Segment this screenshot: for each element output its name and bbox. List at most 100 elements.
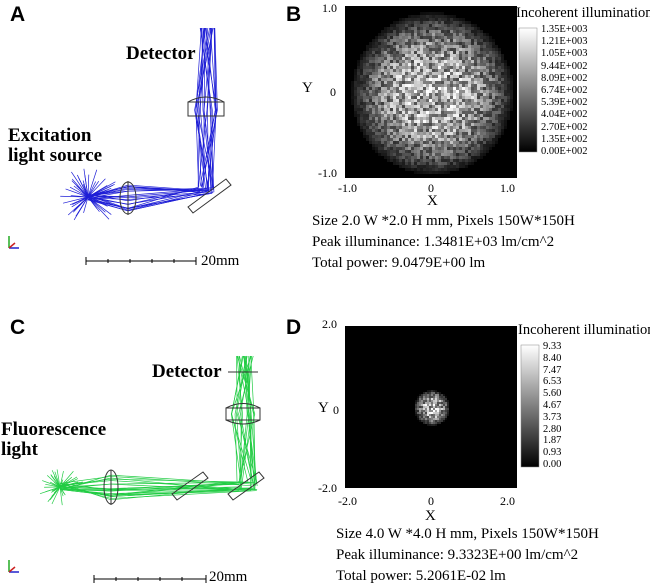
x-axis-label-b: X xyxy=(427,193,438,209)
spot-pixel-b xyxy=(384,84,387,87)
spot-pixel-b xyxy=(402,156,405,159)
spot-pixel-b xyxy=(369,114,372,117)
spot-pixel-b xyxy=(492,54,495,57)
illumination-spot-b xyxy=(351,12,513,174)
spot-pixel-b xyxy=(471,63,474,66)
spot-pixel-b xyxy=(432,135,435,138)
source-ray-a xyxy=(87,196,98,209)
spot-pixel-b xyxy=(384,93,387,96)
spot-pixel-b xyxy=(414,87,417,90)
spot-pixel-b xyxy=(357,93,360,96)
spot-pixel-b xyxy=(474,66,477,69)
spot-pixel-b xyxy=(426,93,429,96)
spot-pixel-b xyxy=(426,24,429,27)
spot-pixel-b xyxy=(375,114,378,117)
spot-pixel-b xyxy=(402,27,405,30)
spot-pixel-b xyxy=(363,120,366,123)
spot-pixel-b xyxy=(387,63,390,66)
spot-pixel-b xyxy=(369,57,372,60)
spot-pixel-b xyxy=(417,105,420,108)
spot-pixel-b xyxy=(507,87,510,90)
spot-pixel-b xyxy=(429,123,432,126)
spot-pixel-d xyxy=(423,422,425,424)
spot-pixel-b xyxy=(441,120,444,123)
spot-pixel-b xyxy=(504,108,507,111)
spot-pixel-b xyxy=(438,123,441,126)
spot-pixel-b xyxy=(450,138,453,141)
spot-pixel-d xyxy=(433,392,435,394)
spot-pixel-b xyxy=(405,162,408,165)
spot-pixel-b xyxy=(462,99,465,102)
spot-pixel-b xyxy=(399,108,402,111)
spot-pixel-b xyxy=(459,42,462,45)
spot-pixel-d xyxy=(443,404,445,406)
source-ray-a xyxy=(73,196,89,211)
spot-pixel-b xyxy=(387,144,390,147)
spot-pixel-b xyxy=(414,120,417,123)
source-ray-a xyxy=(75,196,89,217)
spot-pixel-b xyxy=(369,63,372,66)
spot-pixel-b xyxy=(411,141,414,144)
spot-pixel-b xyxy=(423,168,426,171)
spot-pixel-b xyxy=(372,120,375,123)
spot-pixel-b xyxy=(429,117,432,120)
spot-pixel-b xyxy=(399,162,402,165)
spot-pixel-b xyxy=(498,99,501,102)
spot-pixel-b xyxy=(372,108,375,111)
spot-pixel-b xyxy=(354,93,357,96)
spot-pixel-b xyxy=(399,165,402,168)
spot-pixel-b xyxy=(375,138,378,141)
spot-pixel-b xyxy=(483,33,486,36)
spot-pixel-b xyxy=(483,69,486,72)
spot-pixel-b xyxy=(486,117,489,120)
spot-pixel-b xyxy=(447,27,450,30)
spot-pixel-b xyxy=(447,66,450,69)
spot-pixel-b xyxy=(444,75,447,78)
spot-pixel-b xyxy=(429,24,432,27)
spot-pixel-b xyxy=(366,114,369,117)
spot-pixel-b xyxy=(438,42,441,45)
spot-pixel-b xyxy=(471,162,474,165)
spot-pixel-b xyxy=(474,93,477,96)
spot-pixel-b xyxy=(468,129,471,132)
spot-pixel-b xyxy=(390,36,393,39)
spot-pixel-b xyxy=(426,57,429,60)
vertical-ray-c xyxy=(240,355,255,491)
spot-pixel-b xyxy=(477,27,480,30)
spot-pixel-b xyxy=(426,54,429,57)
spot-pixel-b xyxy=(477,75,480,78)
spot-pixel-b xyxy=(387,87,390,90)
vertical-ray-a xyxy=(197,27,205,187)
spot-pixel-b xyxy=(480,63,483,66)
spot-pixel-b xyxy=(483,144,486,147)
spot-pixel-b xyxy=(474,111,477,114)
spot-pixel-b xyxy=(450,63,453,66)
spot-pixel-b xyxy=(378,72,381,75)
spot-pixel-b xyxy=(399,96,402,99)
spot-pixel-b xyxy=(444,153,447,156)
spot-pixel-b xyxy=(471,105,474,108)
source-ray-c xyxy=(59,486,66,496)
source-label-c: Fluorescence light xyxy=(1,420,106,460)
spot-pixel-b xyxy=(378,87,381,90)
spot-pixel-b xyxy=(450,54,453,57)
spot-pixel-b xyxy=(354,108,357,111)
spot-pixel-b xyxy=(438,78,441,81)
spot-pixel-b xyxy=(486,90,489,93)
spot-pixel-b xyxy=(468,24,471,27)
spot-pixel-b xyxy=(417,30,420,33)
spot-pixel-b xyxy=(438,126,441,129)
spot-pixel-b xyxy=(504,120,507,123)
vertical-ray-a xyxy=(200,27,212,190)
spot-pixel-b xyxy=(432,57,435,60)
spot-pixel-d xyxy=(427,420,429,422)
spot-pixel-b xyxy=(444,90,447,93)
spot-pixel-b xyxy=(447,15,450,18)
spot-pixel-b xyxy=(378,99,381,102)
source-ray-a xyxy=(65,188,89,198)
spot-pixel-b xyxy=(384,72,387,75)
spot-pixel-d xyxy=(431,392,433,394)
spot-pixel-b xyxy=(366,48,369,51)
spot-pixel-b xyxy=(411,60,414,63)
spot-pixel-d xyxy=(425,402,427,404)
